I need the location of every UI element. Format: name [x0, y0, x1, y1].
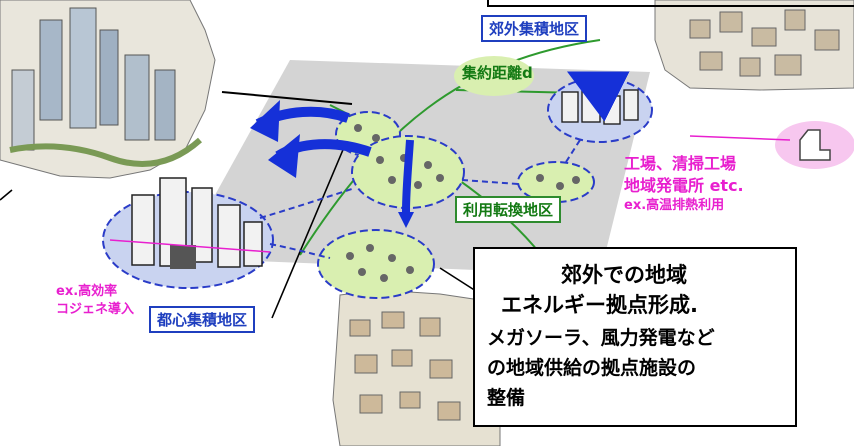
- factory-zone: [689, 121, 854, 169]
- green-curve-a: [299, 39, 601, 256]
- callout-line2: エネルギー拠点形成.: [501, 293, 698, 317]
- residential-sketch-bottom: [332, 289, 501, 446]
- callout-line1: 郊外での地域: [561, 263, 687, 287]
- leader-line-top: [221, 91, 353, 105]
- leader-line-mid: [271, 144, 346, 319]
- frame-line-top: [487, 0, 854, 7]
- cogen-label-line2: コジェネ導入: [56, 302, 135, 317]
- suburb-sketch-top-right: [654, 0, 854, 91]
- factory-label-line3: ex.高温排熱利用: [624, 198, 725, 213]
- leader-line-left: [0, 189, 13, 201]
- callout-line5: 整備: [487, 387, 526, 409]
- flow-arrows: [250, 71, 630, 228]
- factory-label-line2: 地域発電所 etc.: [624, 176, 744, 195]
- downtown-cluster-label: 都心集積地区: [149, 306, 256, 333]
- conversion-district-label: 利用転換地区: [455, 196, 562, 223]
- downtown-zone: [102, 177, 274, 289]
- callout-box: 郊外での地域 エネルギー拠点形成. メガソーラ、風力発電など の地域供給の拠点施…: [473, 247, 797, 427]
- factory-label-line1: 工場、清掃工場: [624, 154, 737, 173]
- callout-line4: の地域供給の拠点施設の: [487, 357, 697, 379]
- suburban-cluster-label: 郊外集積地区: [481, 15, 588, 42]
- city-sketch-top-left: [0, 0, 216, 179]
- callout-line3: メガソーラ、風力発電など: [487, 327, 715, 349]
- cogen-label-line1: ex.高効率: [56, 284, 118, 299]
- aggregation-distance-label: 集約距離d: [462, 64, 533, 82]
